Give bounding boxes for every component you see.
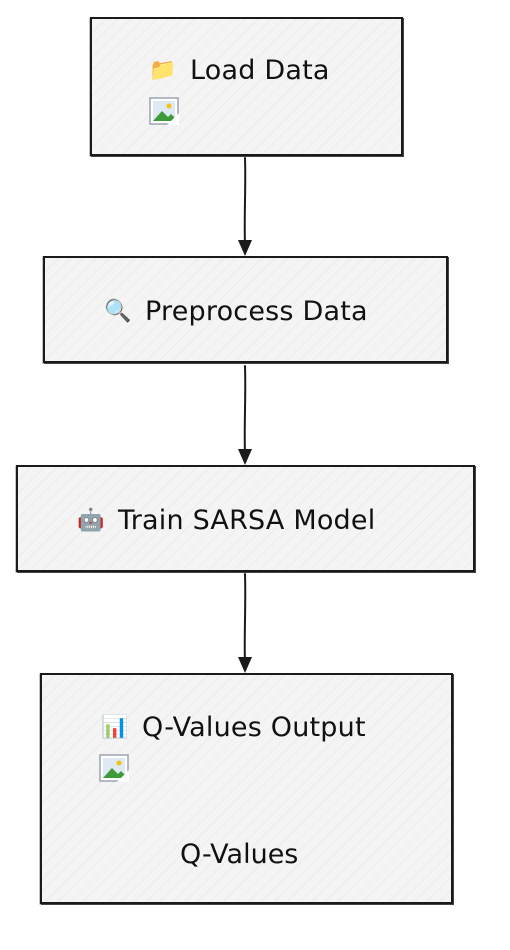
node-load-data: 📁 Load Data	[90, 17, 403, 156]
arrowhead-1	[238, 240, 252, 256]
broken-image-icon	[99, 754, 129, 782]
node-train-sarsa-model-label: Train SARSA Model	[118, 505, 376, 536]
node-preprocess-data: 🔍 Preprocess Data	[43, 256, 448, 363]
robot-icon: 🤖	[77, 507, 105, 533]
broken-image-icon	[149, 97, 179, 125]
arrowhead-2	[238, 449, 252, 465]
node-load-data-label: Load Data	[190, 55, 330, 86]
folder-icon: 📁	[149, 57, 177, 83]
node-q-values-output: 📊 Q-Values Output Q-Values	[40, 673, 453, 904]
edge-preprocess-to-train	[243, 365, 247, 456]
magnifier-icon: 🔍	[104, 298, 132, 324]
node-q-values-output-label: Q-Values Output	[142, 712, 366, 743]
node-train-sarsa-model: 🤖 Train SARSA Model	[16, 465, 475, 572]
node-train-sarsa-model-header: 🤖 Train SARSA Model	[76, 507, 375, 534]
node-preprocess-data-label: Preprocess Data	[145, 296, 368, 327]
edge-train-to-output	[243, 573, 247, 664]
node-preprocess-data-header: 🔍 Preprocess Data	[103, 298, 368, 325]
edge-load-to-preprocess	[243, 157, 247, 247]
arrowhead-3	[238, 657, 252, 673]
bar-chart-icon: 📊	[101, 714, 129, 740]
node-q-values-output-header: 📊 Q-Values Output	[100, 714, 366, 741]
image-caption: Q-Values	[180, 839, 299, 870]
node-load-data-header: 📁 Load Data	[148, 57, 330, 84]
